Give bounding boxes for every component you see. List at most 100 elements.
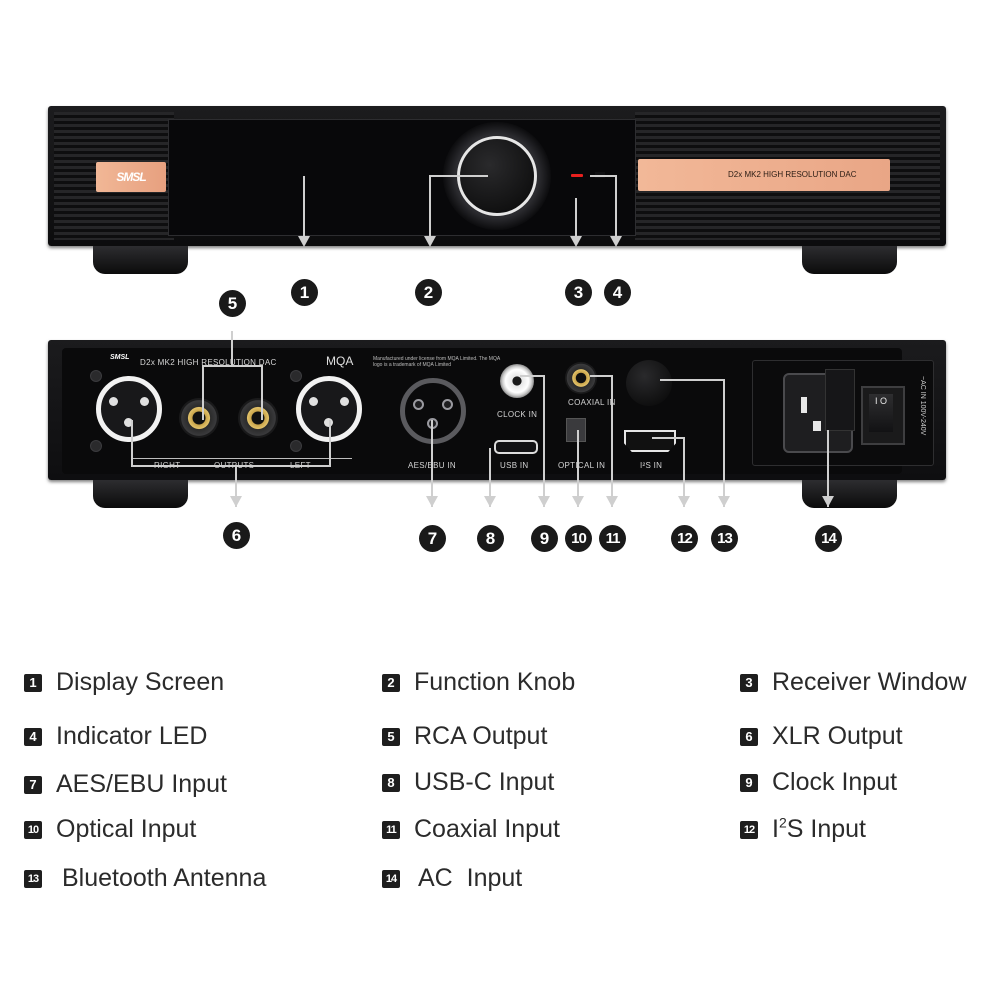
legend-badge: 7 [24, 775, 42, 794]
rca-output-right [179, 398, 219, 438]
legend-item-clock-input: 9 Clock Input [740, 768, 897, 797]
legend-item-aes-ebu-input: 7 AES/EBU Input [24, 770, 227, 799]
mqa-logo: MQA [326, 354, 354, 368]
legend-badge: 2 [382, 673, 400, 692]
function-knob [457, 136, 537, 216]
legend-badge: 5 [382, 727, 400, 746]
marker-4: 4 [604, 279, 631, 306]
rear-inner-plate: SMSL D2x MK2 HIGH RESOLUTION DAC MQA Man… [62, 348, 934, 474]
marker-1: 1 [291, 279, 318, 306]
ac-input-module: I O [752, 360, 934, 466]
marker-13: 13 [711, 525, 738, 552]
screw [90, 440, 102, 452]
marker-9: 9 [531, 525, 558, 552]
legend: 1 Display Screen 2 Function Knob 3 Recei… [0, 650, 1000, 910]
rca-output-left [238, 398, 278, 438]
aes-ebu-input [400, 378, 466, 444]
outputs-divider [132, 458, 352, 459]
label-left: LEFT [290, 461, 311, 470]
i2s-input [624, 430, 676, 452]
legend-badge: 1 [24, 673, 42, 692]
marker-11: 11 [599, 525, 626, 552]
bluetooth-antenna [626, 360, 672, 406]
legend-badge: 9 [740, 773, 758, 792]
rear-right-foot [802, 480, 897, 508]
label-usb-in: USB IN [500, 461, 529, 470]
power-switch-rocker: I O [869, 394, 893, 432]
legend-badge: 3 [740, 673, 758, 692]
fuse-holder [825, 369, 855, 431]
legend-label: Indicator LED [56, 722, 208, 750]
function-knob-ring [443, 122, 551, 230]
legend-label: Display Screen [56, 668, 225, 696]
legend-item-ac-input: 14 AC Input [382, 864, 522, 893]
marker-8: 8 [477, 525, 504, 552]
screw [290, 440, 302, 452]
label-clock-in: CLOCK IN [497, 410, 538, 419]
xlr-output-right [96, 376, 162, 442]
legend-item-optical-input: 10 Optical Input [24, 815, 196, 844]
legend-label: AC Input [418, 864, 523, 892]
front-model-plate: D2x MK2 HIGH RESOLUTION DAC [638, 159, 890, 191]
legend-badge: 13 [24, 869, 42, 888]
mqa-note: Manufactured under license from MQA Limi… [373, 356, 500, 368]
clock-input [500, 364, 534, 398]
rear-left-foot [93, 480, 188, 508]
legend-label: Optical Input [56, 815, 197, 843]
marker-3: 3 [565, 279, 592, 306]
legend-item-display-screen: 1 Display Screen [24, 668, 224, 697]
front-logo: SMSL [96, 162, 166, 192]
front-panel: SMSL D2x MK2 HIGH RESOLUTION DAC [48, 106, 946, 246]
indicator-led [571, 174, 583, 177]
usb-c-input [494, 440, 538, 454]
xlr-output-left [296, 376, 362, 442]
marker-5: 5 [219, 290, 246, 317]
legend-label: Coaxial Input [414, 815, 560, 843]
rear-model-text: D2x MK2 HIGH RESOLUTION DAC [140, 358, 277, 367]
legend-item-i2s-input: 12 I2S Input [740, 815, 866, 844]
legend-label: Receiver Window [772, 668, 967, 696]
screw [90, 370, 102, 382]
rear-logo: SMSL [110, 354, 130, 361]
legend-item-usb-c-input: 8 USB-C Input [382, 768, 554, 797]
optical-input [566, 418, 586, 442]
marker-12: 12 [671, 525, 698, 552]
product-illustration: SMSL D2x MK2 HIGH RESOLUTION DAC SMSL D2… [48, 106, 946, 552]
rear-panel: SMSL D2x MK2 HIGH RESOLUTION DAC MQA Man… [48, 340, 946, 480]
legend-badge: 6 [740, 727, 758, 746]
label-ac-in: ~AC IN 100V-240V [919, 376, 926, 436]
callout-lines [131, 175, 834, 507]
label-aes-ebu-in: AES/EBU IN [408, 461, 456, 470]
label-i2s-in: I²S IN [640, 461, 663, 470]
front-right-foot [802, 246, 897, 274]
label-optical-in: OPTICAL IN [558, 461, 606, 470]
coaxial-input [565, 362, 597, 394]
marker-14: 14 [815, 525, 842, 552]
legend-badge: 12 [740, 820, 758, 839]
front-left-foot [93, 246, 188, 274]
legend-label: AES/EBU Input [56, 770, 227, 798]
legend-badge: 14 [382, 869, 400, 888]
legend-badge: 11 [382, 820, 400, 839]
legend-label: USB-C Input [414, 768, 555, 796]
legend-label: Bluetooth Antenna [62, 864, 267, 892]
legend-item-xlr-output: 6 XLR Output [740, 722, 903, 751]
legend-item-bluetooth-antenna: 13 Bluetooth Antenna [24, 864, 266, 893]
label-right: RIGHT [154, 461, 181, 470]
legend-item-indicator-led: 4 Indicator LED [24, 722, 207, 751]
legend-label: I2S Input [772, 814, 866, 843]
legend-badge: 8 [382, 773, 400, 792]
legend-item-receiver-window: 3 Receiver Window [740, 668, 967, 697]
marker-10: 10 [565, 525, 592, 552]
legend-label: Clock Input [772, 768, 898, 796]
label-coaxial-in: COAXIAL IN [568, 398, 616, 407]
legend-item-function-knob: 2 Function Knob [382, 668, 575, 697]
screw [290, 370, 302, 382]
legend-item-rca-output: 5 RCA Output [382, 722, 547, 751]
legend-label: RCA Output [414, 722, 548, 750]
power-switch: I O [861, 386, 905, 445]
receiver-window [595, 172, 605, 178]
marker-7: 7 [419, 525, 446, 552]
marker-2: 2 [415, 279, 442, 306]
legend-label: XLR Output [772, 722, 903, 750]
